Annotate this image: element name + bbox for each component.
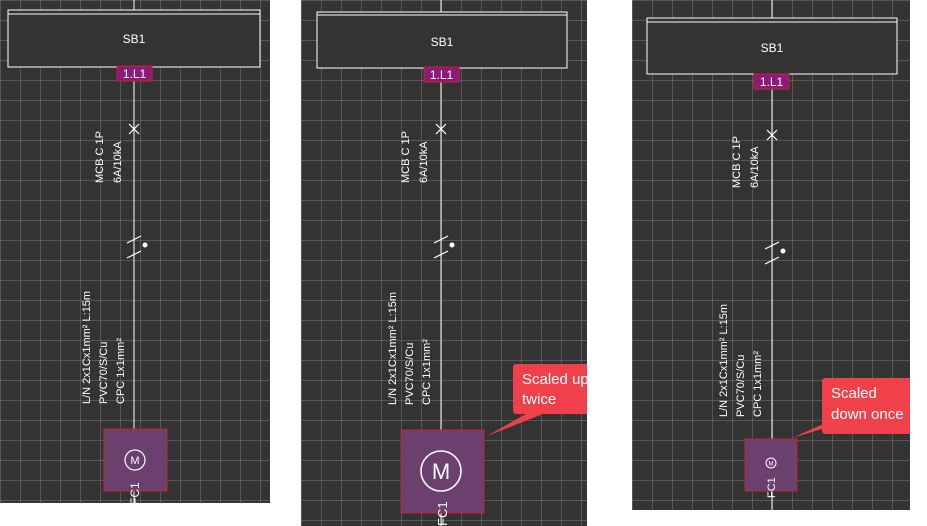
load-box[interactable]: M [103,428,168,492]
distribution-board[interactable]: SB1 [316,11,568,69]
cable-spec-line-1: L/N 2x1Cx1mm² L:15m [387,292,399,405]
svg-text:FC1: FC1 [435,501,450,526]
schematic-1: SB1 1.L1 MCB C 1P 6A/10kA L/N 2x1Cx1mm² … [7,0,261,503]
svg-text:FC1: FC1 [128,482,142,503]
breaker-rating: MCB C 1P 6A/10kA [731,136,761,188]
cable-marker-icon[interactable] [427,230,457,262]
cable-spec-line-2: PVC70/S/Cu [98,342,110,404]
cable-spec: L/N 2x1Cx1mm² L:15m PVC70/S/Cu CPC 1x1mm… [387,292,433,405]
load-box[interactable]: M [400,429,485,514]
motor-icon: M [124,449,146,471]
circuit-tag[interactable]: 1.L1 [753,73,790,90]
cable-spec-line-3: CPC 1x1mm² [752,351,764,417]
breaker-type: MCB C 1P [731,136,743,188]
scaled-up-callout: Scaled up twice [487,364,587,436]
svg-text:FC1: FC1 [766,477,778,498]
distribution-board[interactable]: SB1 [7,9,261,68]
breaker-capacity: 6A/10kA [112,141,124,183]
load-id: FC1 [766,477,778,498]
board-label: SB1 [431,35,454,49]
cable-spec-line-3: CPC 1x1mm² [421,339,433,405]
circuit-tag[interactable]: 1.L1 [116,65,153,82]
load-box[interactable]: M [744,438,798,492]
breaker-type: MCB C 1P [400,131,412,183]
breaker-rating: MCB C 1P 6A/10kA [400,131,430,183]
motor-icon: M [765,457,777,469]
cable-spec-line-1: L/N 2x1Cx1mm² L:15m [718,304,730,417]
callout-line-1: Scaled up [522,371,587,388]
cable-spec-line-1: L/N 2x1Cx1mm² L:15m [81,291,93,404]
breaker-rating: MCB C 1P 6A/10kA [94,131,124,183]
cable-spec: L/N 2x1Cx1mm² L:15m PVC70/S/Cu CPC 1x1mm… [718,304,764,417]
diagram-panel-2: SB1 1.L1 MCB C 1P 6A/10kA L/N 2x1Cx1mm² … [301,0,587,526]
motor-icon: M [420,450,462,492]
svg-text:M: M [769,462,774,468]
distribution-board[interactable]: SB1 [646,17,898,75]
circuit-tag[interactable]: 1.L1 [423,66,460,83]
schematic-3: SB1 1.L1 MCB C 1P 6A/10kA L/N 2x1Cx1mm² … [646,0,910,510]
cable-spec-line-2: PVC70/S/Cu [735,355,747,417]
board-label: SB1 [123,32,146,46]
board-label: SB1 [761,41,784,55]
breaker-symbol-icon[interactable] [758,126,786,146]
cable-marker-icon[interactable] [120,230,150,262]
callout-line-1: Scaled [831,385,877,402]
svg-text:M: M [432,459,450,484]
circuit-tag-label: 1.L1 [430,68,454,82]
callout-line-2: twice [522,391,556,408]
breaker-capacity: 6A/10kA [749,146,761,188]
diagram-panel-1: SB1 1.L1 MCB C 1P 6A/10kA L/N 2x1Cx1mm² … [0,0,270,503]
svg-text:M: M [130,455,139,467]
callout-line-2: down once [831,406,904,423]
breaker-symbol-icon[interactable] [427,120,455,140]
cable-spec-line-2: PVC70/S/Cu [404,343,416,405]
load-id: FC1 [128,482,142,503]
circuit-tag-label: 1.L1 [123,67,147,81]
load-id: FC1 [435,501,450,526]
scaled-down-callout: Scaled down once [792,378,910,438]
schematic-2: SB1 1.L1 MCB C 1P 6A/10kA L/N 2x1Cx1mm² … [316,0,587,526]
cable-spec-line-3: CPC 1x1mm² [115,338,127,404]
breaker-type: MCB C 1P [94,131,106,183]
diagram-panel-3: SB1 1.L1 MCB C 1P 6A/10kA L/N 2x1Cx1mm² … [632,0,910,510]
breaker-symbol-icon[interactable] [120,120,148,140]
circuit-tag-label: 1.L1 [760,75,784,89]
cable-marker-icon[interactable] [758,236,788,268]
cable-spec: L/N 2x1Cx1mm² L:15m PVC70/S/Cu CPC 1x1mm… [81,291,127,404]
breaker-capacity: 6A/10kA [418,141,430,183]
